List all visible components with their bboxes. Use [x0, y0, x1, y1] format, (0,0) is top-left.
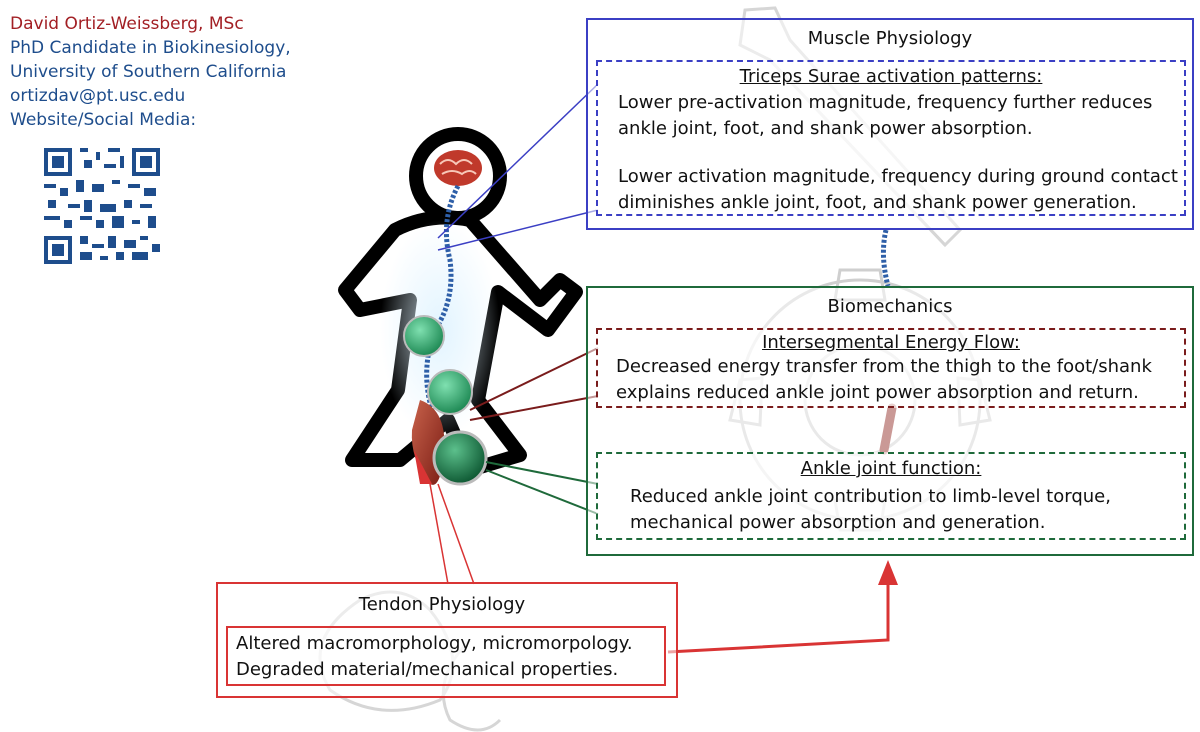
ankle-function-text: Reduced ankle joint contribution to limb…	[630, 486, 1111, 533]
ankle-joint-icon	[432, 430, 488, 486]
nerve-path-icon	[424, 184, 461, 411]
nerve-link-icon	[880, 229, 891, 287]
tendon-details-box: Altered macromorphology, micromorpology.…	[226, 626, 666, 686]
triceps-surae-title: Triceps Surae activation patterns:	[739, 66, 1043, 87]
arrowhead-icon	[878, 560, 898, 585]
author-social-label: Website/Social Media:	[10, 110, 197, 130]
author-email[interactable]: ortizdav@pt.usc.edu	[10, 86, 186, 106]
energy-flow-box: Intersegmental Energy Flow: Decreased en…	[596, 328, 1186, 408]
energy-connector-icon	[469, 347, 599, 421]
energy-flow-text: Decreased energy transfer from the thigh…	[616, 356, 1152, 403]
author-name: David Ortiz-Weissberg, MSc	[10, 14, 244, 34]
tendon-physiology-title: Tendon Physiology	[358, 594, 526, 615]
muscle-connector-icon	[437, 83, 599, 251]
knee-joint-icon	[427, 369, 473, 415]
ankle-function-title: Ankle joint function:	[800, 458, 982, 479]
biomechanics-title: Biomechanics	[827, 296, 953, 317]
ankle-connector-icon	[485, 461, 599, 515]
author-role: PhD Candidate in Biokinesiology,	[10, 38, 291, 58]
ankle-function-box: Ankle joint function: Reduced ankle join…	[596, 452, 1186, 540]
brain-icon	[434, 150, 482, 186]
hip-joint-icon	[403, 315, 445, 357]
energy-flow-title: Intersegmental Energy Flow:	[762, 332, 1020, 353]
tendon-details-text: Altered macromorphology, micromorpology.…	[236, 633, 633, 680]
tendon-connector-icon	[429, 483, 475, 585]
triceps-surae-box: Triceps Surae activation patterns: Lower…	[596, 60, 1186, 216]
author-block: David Ortiz-Weissberg, MSc PhD Candidate…	[10, 12, 291, 132]
triceps-para-2: Lower activation magnitude, frequency du…	[618, 166, 1178, 213]
author-institution: University of Southern California	[10, 62, 287, 82]
tendon-to-biomechanics-arrow-icon	[667, 580, 890, 654]
qr-code-icon[interactable]	[44, 148, 160, 264]
muscle-physiology-title: Muscle Physiology	[807, 28, 973, 49]
triceps-para-1: Lower pre-activation magnitude, frequenc…	[618, 92, 1153, 139]
